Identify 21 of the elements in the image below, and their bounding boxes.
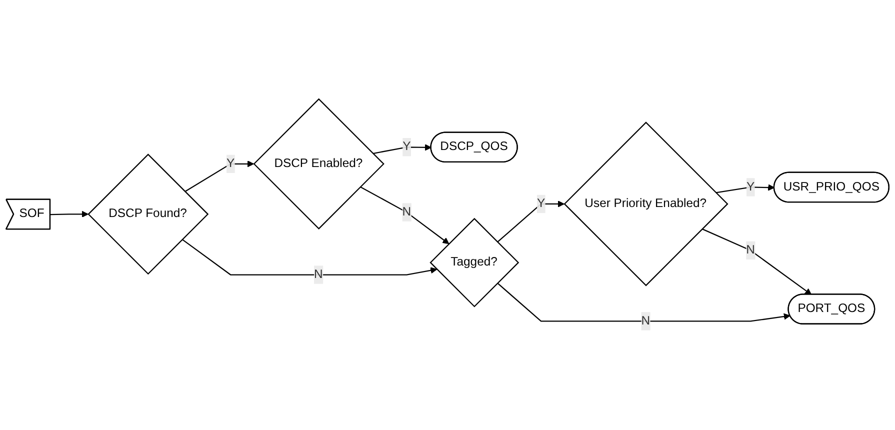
- edge-label: Y: [746, 180, 755, 194]
- node-diamond: User Priority Enabled?: [564, 122, 728, 287]
- node-diamond: DSCP Enabled?: [253, 98, 384, 230]
- node-diamond: Tagged?: [430, 218, 520, 308]
- arrow: [497, 200, 564, 243]
- arrow: [184, 160, 254, 192]
- arrow: [182, 239, 438, 276]
- arrow: [360, 186, 450, 244]
- edge-label: N: [402, 206, 412, 219]
- arrow: [716, 184, 775, 194]
- arrow: [372, 144, 432, 154]
- arrow: [50, 211, 88, 218]
- edge-label: N: [746, 244, 755, 257]
- edge-label: Y: [226, 157, 235, 170]
- edge-label: N: [641, 314, 650, 328]
- edge-label: Y: [536, 197, 546, 210]
- edge-label: Y: [402, 140, 411, 154]
- node-diamond: DSCP Found?: [88, 154, 209, 275]
- edge-label: N: [314, 268, 323, 282]
- arrow: [702, 228, 812, 296]
- arrow: [497, 282, 790, 322]
